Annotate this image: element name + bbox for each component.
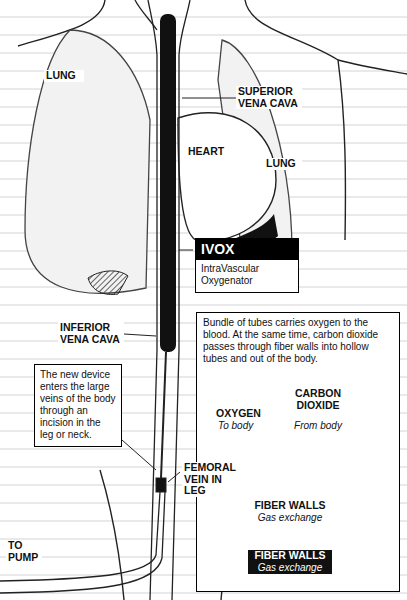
direction-label: TO PUMP bbox=[6, 540, 42, 563]
flow-note: To body bbox=[216, 420, 260, 432]
part-label: Gas exchange bbox=[248, 512, 332, 524]
heart bbox=[178, 113, 276, 241]
vessel-label: FEMORAL VEIN IN LEG bbox=[182, 462, 238, 497]
part-label: FIBER WALLS bbox=[248, 550, 332, 562]
gas-label: CARBON DIOXIDE bbox=[288, 388, 348, 411]
lung-shading bbox=[88, 271, 128, 295]
body-outline bbox=[18, 0, 407, 600]
organ-label: HEART bbox=[186, 146, 228, 158]
box-heading: Bundle of tubes carries oxygen to the bl… bbox=[203, 317, 393, 365]
note-box: The new device enters the large veins of… bbox=[34, 364, 122, 447]
device-label-box: IVOXIntraVascular Oxygenator bbox=[195, 238, 299, 293]
part-label: FIBER WALLS bbox=[248, 500, 332, 512]
part-label: Gas exchange bbox=[248, 562, 332, 574]
organ-label: LUNG bbox=[264, 158, 302, 170]
gas-label: OXYGEN bbox=[214, 408, 262, 420]
ivox-device bbox=[160, 14, 176, 352]
box-heading: IVOX bbox=[196, 239, 298, 260]
box-text: IntraVascular Oxygenator bbox=[196, 260, 298, 291]
vessel-label: INFERIOR VENA CAVA bbox=[58, 322, 124, 345]
flow-note: From body bbox=[290, 420, 346, 432]
vena-cava bbox=[135, 0, 190, 600]
catheter bbox=[0, 352, 166, 593]
vessel-label: SUPERIOR VENA CAVA bbox=[236, 86, 302, 109]
left-lung bbox=[25, 30, 150, 293]
box-heading: The new device enters the large veins of… bbox=[40, 369, 116, 441]
organ-label: LUNG bbox=[44, 70, 84, 82]
